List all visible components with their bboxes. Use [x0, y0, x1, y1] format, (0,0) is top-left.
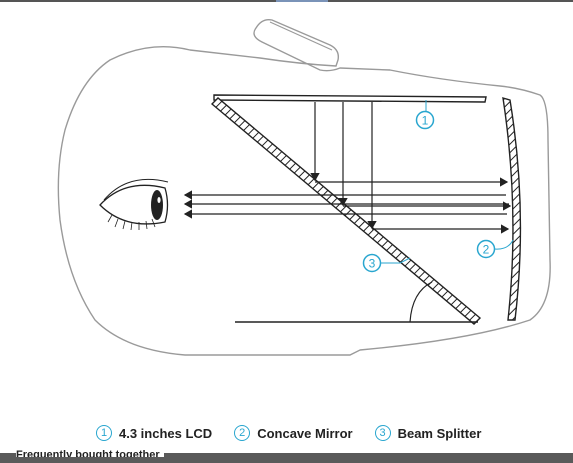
angle-arc [409, 281, 433, 323]
legend-label-lcd: 4.3 inches LCD [119, 425, 213, 441]
legend-label-mirror: Concave Mirror [257, 425, 353, 441]
top-bar [0, 0, 573, 2]
legend-number-splitter: 3 [374, 425, 391, 441]
lcd-panel [213, 94, 487, 103]
mirror-callout-circle [476, 239, 496, 259]
legend-label-splitter: Beam Splitter [397, 425, 482, 441]
mirror-leader [494, 239, 514, 250]
headset-strap [269, 21, 333, 51]
eye-icon [99, 178, 169, 231]
beam-splitter [210, 97, 482, 325]
legend-item-mirror: 2 Concave Mirror [234, 425, 353, 441]
bottom-bar [0, 453, 573, 463]
section-title: Frequently bought together [16, 449, 164, 457]
legend-number-lcd: 1 [96, 425, 112, 441]
optics-diagram: 1 2 3 [57, 18, 551, 356]
legend-item-lcd: 1 4.3 inches LCD [96, 425, 212, 441]
mirror-callout-number: 2 [483, 243, 490, 257]
legend: 1 4.3 inches LCD 2 Concave Mirror 3 Beam… [96, 423, 526, 443]
legend-number-mirror: 2 [234, 425, 251, 441]
concave-mirror [502, 97, 522, 321]
lcd-callout-circle [415, 110, 435, 130]
splitter-callout-number: 3 [369, 257, 376, 271]
splitter-callout-circle [362, 253, 382, 273]
top-bar-highlight [276, 0, 328, 2]
legend-item-splitter: 3 Beam Splitter [374, 425, 482, 441]
lcd-callout-number: 1 [422, 114, 429, 128]
splitter-leader [381, 257, 411, 264]
headset-outline [57, 18, 551, 356]
